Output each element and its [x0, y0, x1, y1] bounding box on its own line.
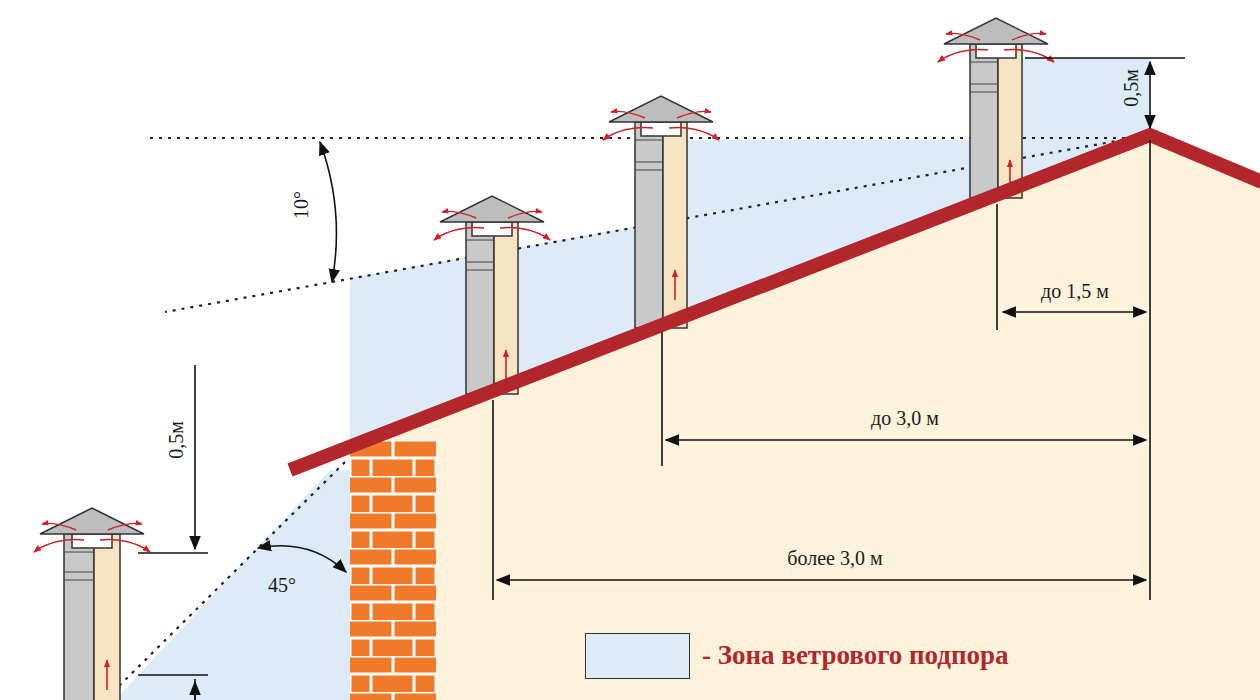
- legend-swatch: [585, 633, 690, 679]
- legend-text: - Зона ветрового подпора: [702, 642, 1009, 669]
- angle-label: 45°: [266, 574, 298, 596]
- dimension-label: 0,5м: [165, 419, 187, 461]
- angle-label: 10°: [290, 189, 312, 221]
- dimension-label: 0,5м: [1120, 67, 1142, 109]
- dimension-label: до 1,5 м: [1039, 280, 1111, 302]
- dimension-label: до 3,0 м: [869, 407, 941, 429]
- dimension-label: более 3,0 м: [785, 547, 884, 569]
